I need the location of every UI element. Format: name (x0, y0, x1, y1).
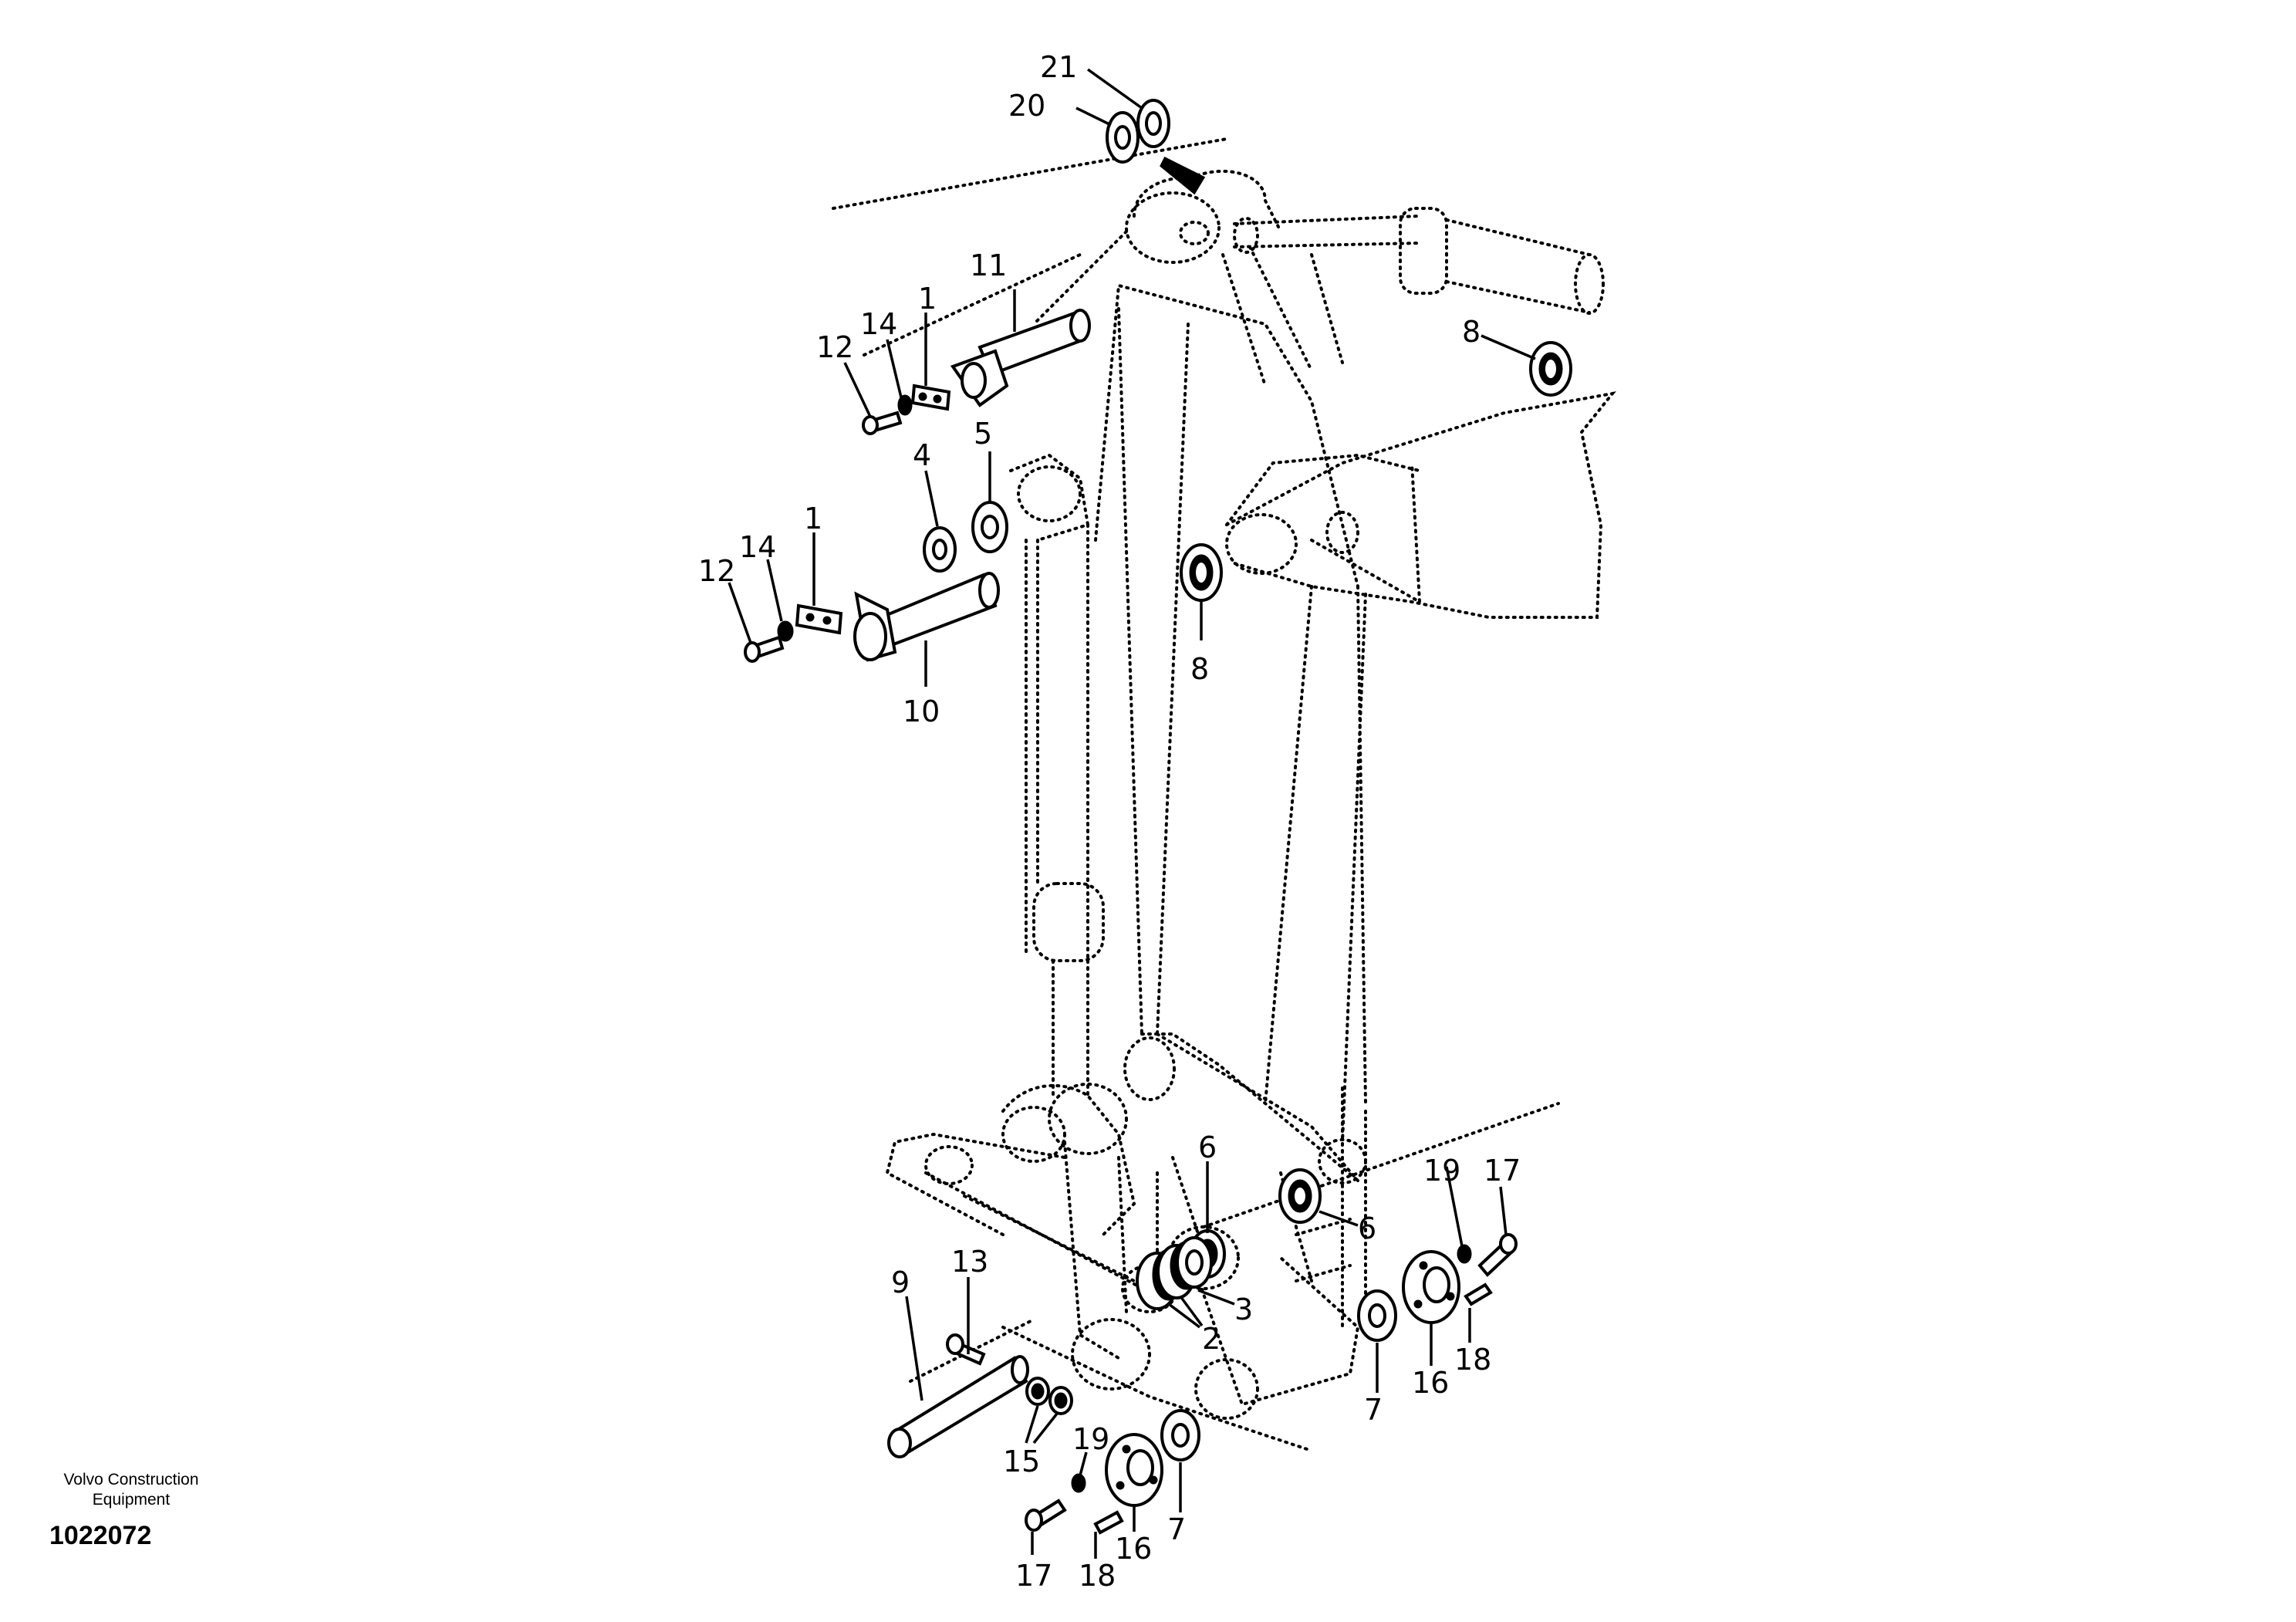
callout-8-lower: 8 (1190, 652, 1209, 686)
callout-1-upper: 1 (918, 282, 937, 316)
callout-18-lower: 18 (1079, 1559, 1116, 1593)
callout-14-upper: 14 (860, 307, 897, 341)
callout-10: 10 (903, 694, 940, 728)
callout-3: 3 (1234, 1293, 1253, 1326)
brand-line-2: Equipment (92, 1491, 171, 1509)
callout-5: 5 (974, 417, 992, 451)
callout-8-upper: 8 (1462, 315, 1481, 349)
brand-line-1: Volvo Construction (63, 1471, 199, 1489)
lockwasher-14-upper (897, 394, 913, 416)
lockwasher-19-right (1457, 1244, 1472, 1264)
footer: Volvo Construction Equipment 1022072 (31, 1470, 231, 1551)
plate-16-right (1402, 1250, 1460, 1324)
callout-13: 13 (951, 1245, 988, 1279)
plate-1-lower (795, 603, 843, 635)
callout-12-upper: 12 (816, 330, 853, 364)
callout-15: 15 (1003, 1445, 1040, 1478)
lockwasher-14-lower (777, 620, 794, 642)
lockwasher-19-lower (1071, 1473, 1086, 1493)
callout-numbers: 21 20 11 1 14 12 8 5 4 1 14 12 10 8 6 6 … (698, 50, 1521, 1593)
callout-20: 20 (1008, 89, 1045, 123)
callout-6-left: 6 (1198, 1130, 1217, 1164)
pin-9 (887, 1355, 1029, 1458)
arm-outline (832, 137, 1616, 1452)
callout-7-lower: 7 (1167, 1512, 1186, 1546)
pin-18-lower (1093, 1510, 1124, 1535)
callout-2: 2 (1202, 1322, 1221, 1356)
plate-16-lower (1105, 1433, 1163, 1507)
plate-1-upper (910, 384, 951, 411)
parts (744, 99, 1572, 1535)
callout-16-lower: 16 (1115, 1532, 1152, 1566)
callout-18-right: 18 (1454, 1343, 1491, 1377)
callout-14-lower: 14 (739, 530, 776, 564)
callout-11: 11 (970, 248, 1007, 282)
callout-21: 21 (1040, 50, 1077, 84)
callout-17-lower: 17 (1015, 1559, 1052, 1593)
callout-9: 9 (891, 1265, 910, 1299)
pin-18-right (1464, 1282, 1493, 1306)
leader-lines (728, 68, 1536, 1559)
callout-4: 4 (913, 438, 931, 472)
document-number: 1022072 (49, 1521, 152, 1550)
callout-17-right: 17 (1484, 1154, 1521, 1188)
callout-7-right: 7 (1364, 1393, 1383, 1427)
callout-16-right: 16 (1412, 1366, 1449, 1400)
callout-6-right: 6 (1358, 1211, 1376, 1245)
callout-19-right: 19 (1423, 1154, 1460, 1188)
callout-1-lower: 1 (804, 502, 822, 536)
nuts-15 (1025, 1377, 1073, 1415)
seal-stack-2-3 (1136, 1236, 1213, 1310)
callout-19-lower: 19 (1072, 1422, 1109, 1456)
callout-12-lower: 12 (698, 554, 735, 588)
pin-11 (950, 309, 1091, 407)
pin-10 (853, 572, 1000, 662)
